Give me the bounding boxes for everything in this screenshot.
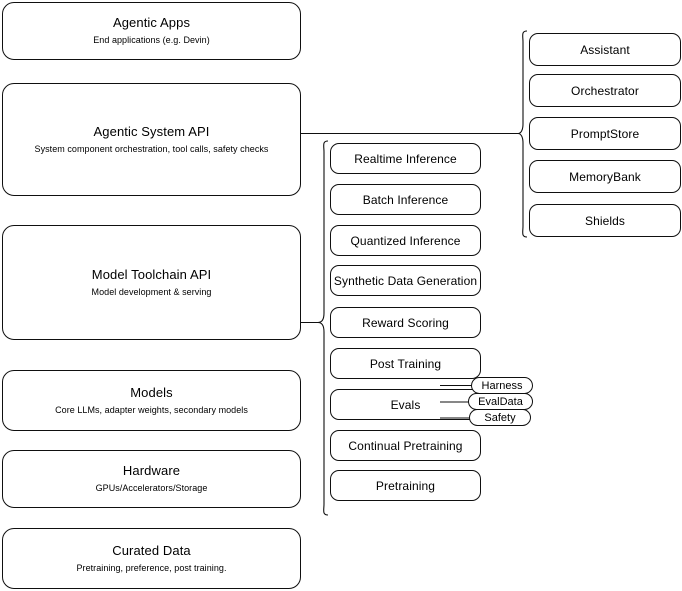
toolchain-box-reward-scoring[interactable]: Reward Scoring [330, 307, 481, 338]
toolchain-label: Continual Pretraining [348, 438, 463, 453]
system-label: Orchestrator [571, 83, 639, 98]
system-box-orchestrator[interactable]: Orchestrator [529, 74, 681, 107]
system-box-assistant[interactable]: Assistant [529, 33, 681, 66]
toolchain-label: Post Training [369, 356, 442, 371]
toolchain-label: Reward Scoring [362, 315, 449, 330]
toolchain-box-realtime-inference[interactable]: Realtime Inference [330, 143, 481, 174]
layer-title: Models [130, 384, 173, 400]
layer-subtitle: Core LLMs, adapter weights, secondary mo… [55, 404, 248, 415]
toolchain-box-continual-pretraining[interactable]: Continual Pretraining [330, 430, 481, 461]
system-box-promptstore[interactable]: PromptStore [529, 117, 681, 150]
layer-box-agentic-apps[interactable]: Agentic Apps End applications (e.g. Devi… [2, 2, 301, 60]
layer-subtitle: Pretraining, preference, post training. [76, 562, 227, 573]
layer-subtitle: End applications (e.g. Devin) [93, 35, 210, 45]
layer-title: Agentic System API [93, 123, 210, 139]
toolchain-label: Pretraining [375, 478, 436, 493]
layer-title: Agentic Apps [112, 15, 191, 30]
system-label: MemoryBank [569, 169, 641, 184]
layer-subtitle: GPUs/Accelerators/Storage [95, 483, 208, 493]
toolchain-box-pretraining[interactable]: Pretraining [330, 470, 481, 501]
eval-pill-evaldata[interactable]: EvalData [468, 393, 533, 410]
toolchain-label: Quantized Inference [350, 233, 461, 248]
layer-title: Curated Data [112, 542, 191, 558]
layer-box-models[interactable]: Models Core LLMs, adapter weights, secon… [2, 370, 301, 431]
eval-pill-safety[interactable]: Safety [469, 409, 531, 426]
layer-subtitle: Model development & serving [91, 286, 212, 297]
toolchain-box-synthetic-data-generation[interactable]: Synthetic Data Generation [330, 265, 481, 296]
toolchain-box-evals[interactable]: Evals [330, 389, 481, 420]
layer-title: Hardware [122, 463, 181, 478]
toolchain-label: Evals [390, 397, 421, 412]
toolchain-label: Synthetic Data Generation [333, 273, 478, 288]
system-label: PromptStore [570, 126, 640, 141]
toolchain-box-batch-inference[interactable]: Batch Inference [330, 184, 481, 215]
layer-title: Model Toolchain API [91, 266, 212, 282]
toolchain-box-post-training[interactable]: Post Training [330, 348, 481, 379]
toolchain-box-quantized-inference[interactable]: Quantized Inference [330, 225, 481, 256]
bracket-system-components [517, 30, 528, 238]
layer-box-agentic-system-api[interactable]: Agentic System API System component orch… [2, 83, 301, 196]
layer-box-model-toolchain-api[interactable]: Model Toolchain API Model development & … [2, 225, 301, 340]
system-label: Shields [584, 213, 626, 228]
system-box-shields[interactable]: Shields [529, 204, 681, 237]
system-label: Assistant [580, 42, 630, 57]
bracket-toolchain-components [317, 140, 329, 516]
eval-pill-harness[interactable]: Harness [471, 377, 533, 394]
toolchain-label: Batch Inference [362, 192, 449, 207]
toolchain-label: Realtime Inference [354, 151, 457, 166]
system-box-memorybank[interactable]: MemoryBank [529, 160, 681, 193]
layer-subtitle: System component orchestration, tool cal… [34, 143, 269, 154]
layer-box-hardware[interactable]: Hardware GPUs/Accelerators/Storage [2, 450, 301, 508]
layer-box-curated-data[interactable]: Curated Data Pretraining, preference, po… [2, 528, 301, 589]
